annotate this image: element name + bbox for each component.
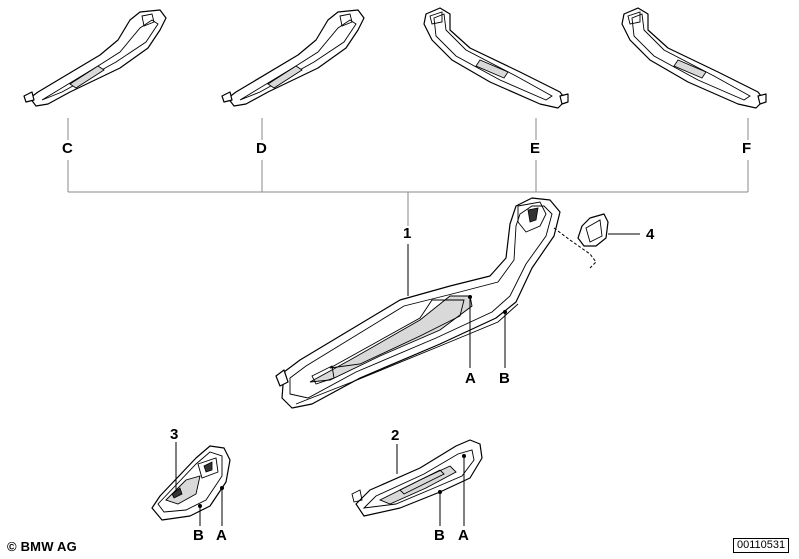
- armrest-variant-c: [23, 9, 167, 107]
- callout-f: F: [742, 140, 752, 157]
- callout-part-4: 4: [646, 226, 655, 243]
- armrest-main: [275, 197, 561, 409]
- callout-p2-b: B: [434, 527, 445, 544]
- callout-part-1: 1: [403, 225, 412, 242]
- variant-tree-lines: [67, 118, 749, 296]
- copyright-label: © BMW AG: [7, 539, 77, 554]
- callout-part-3: 3: [170, 426, 179, 443]
- callout-part-2: 2: [391, 427, 400, 444]
- callout-main-b: B: [499, 370, 510, 387]
- switch-panel-part-2: [351, 439, 483, 526]
- armrest-variant-f: [621, 7, 767, 109]
- callout-c: C: [62, 140, 73, 157]
- callout-p3-b: B: [193, 527, 204, 544]
- switch-panel-part-3: [151, 442, 231, 526]
- cap-part-4: [553, 213, 640, 269]
- callout-p2-a: A: [458, 527, 469, 544]
- armrest-variant-e: [423, 7, 569, 109]
- callout-e: E: [530, 140, 541, 157]
- callout-main-a: A: [465, 370, 476, 387]
- main-ab-leaders: [468, 295, 507, 368]
- document-number: 00110531: [733, 538, 790, 553]
- callout-p3-a: A: [216, 527, 227, 544]
- callout-d: D: [256, 140, 267, 157]
- armrest-variant-d: [221, 9, 365, 107]
